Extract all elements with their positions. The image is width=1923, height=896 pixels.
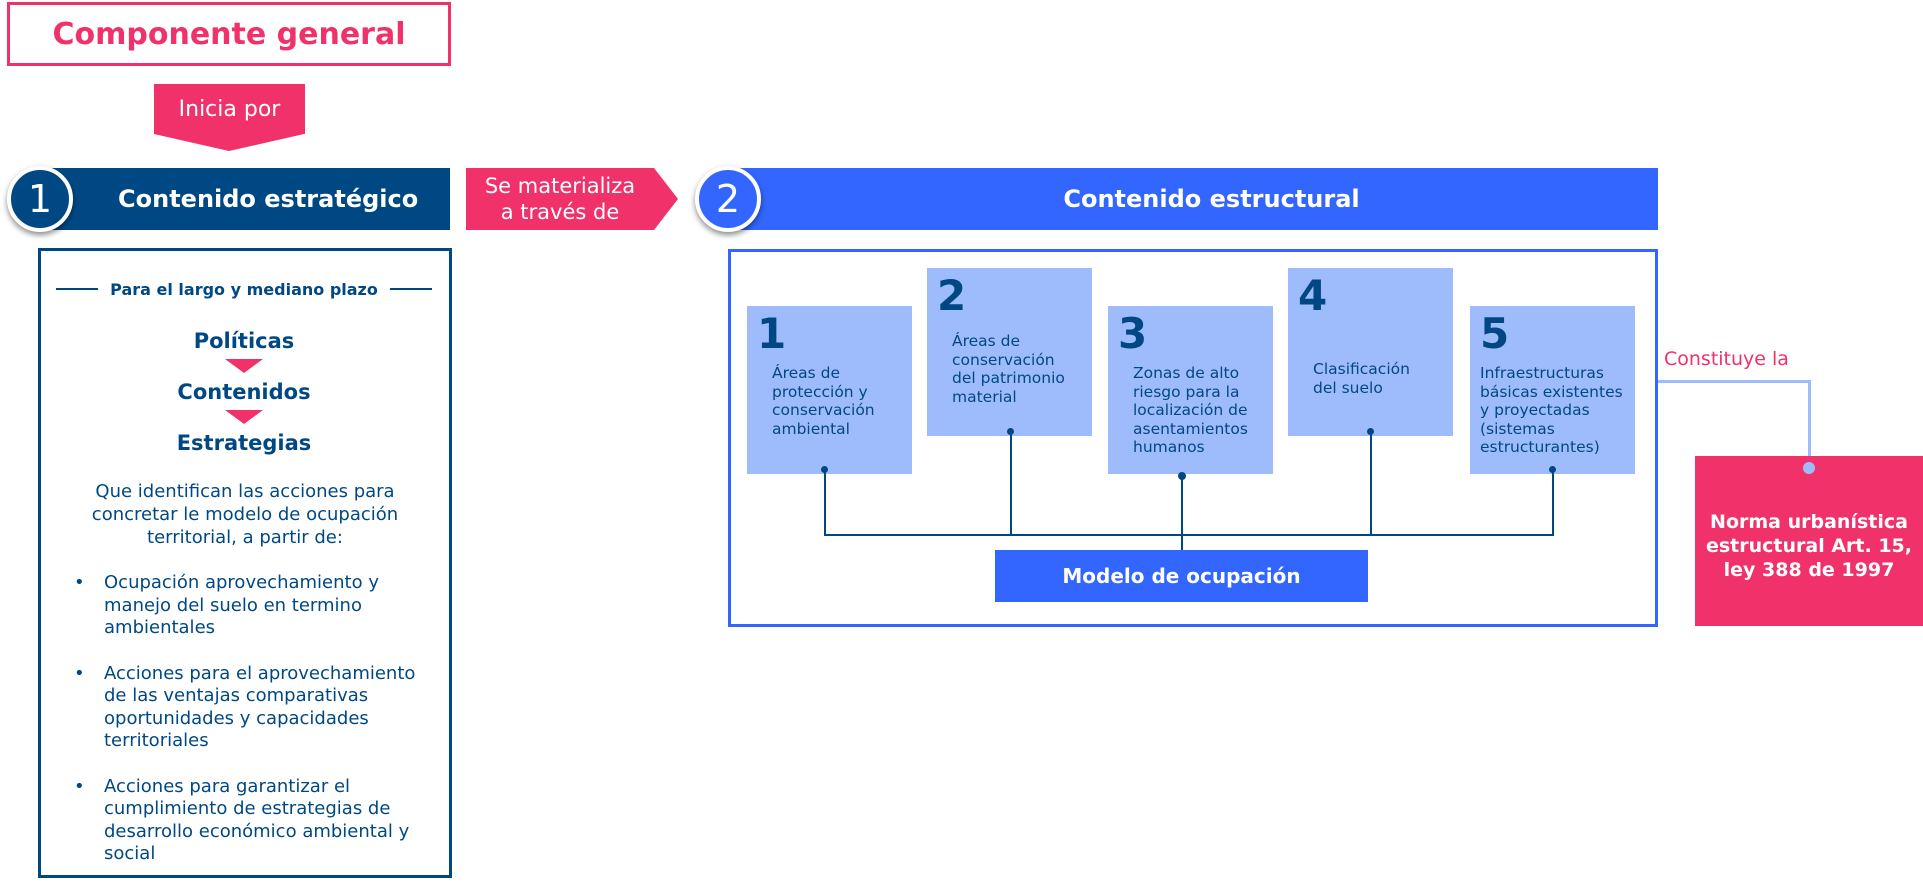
flow-step-estrategias: Estrategias <box>176 431 312 455</box>
bullet-item: Ocupación aprovechamiento y manejo del s… <box>70 572 420 640</box>
start-banner-arrow <box>154 134 304 151</box>
flow-arrow <box>225 410 263 424</box>
connector-line <box>1181 476 1183 560</box>
connector-line <box>1808 380 1811 468</box>
connector-line2: a través de <box>500 200 620 224</box>
structural-card-2: 2 Áreas de conservación del patrimonio m… <box>927 268 1092 436</box>
strategic-subtitle-text: Para el largo y mediano plazo <box>110 279 378 299</box>
structural-title: Contenido estructural <box>1063 185 1360 213</box>
norm-box: Norma urbanística estructural Art. 15, l… <box>1695 456 1923 626</box>
connector-dot <box>1007 428 1014 435</box>
card-label: Áreas de conservación del patrimonio mat… <box>952 332 1065 406</box>
connector-line1: Se materializa <box>484 174 636 198</box>
card-label: Zonas de alto riesgo para la localizació… <box>1133 364 1248 456</box>
page-title: Componente general <box>7 2 451 66</box>
card-number: 3 <box>1118 309 1148 358</box>
divider <box>389 288 433 290</box>
structural-card-1: 1 Áreas de protección y conservación amb… <box>747 306 912 474</box>
structural-card-3: 3 Zonas de alto riesgo para la localizac… <box>1108 306 1273 474</box>
strategic-title: Contenido estratégico <box>118 185 419 213</box>
strategic-description: Que identifican las acciones para concre… <box>91 481 399 548</box>
card-number: 5 <box>1480 309 1510 358</box>
card-label: Infraestructuras básicas existentes y pr… <box>1480 364 1623 456</box>
strategic-bullet-list: Ocupación aprovechamiento y manejo del s… <box>70 572 420 889</box>
connector-dot <box>821 466 828 473</box>
structural-panel <box>728 249 1658 627</box>
connector-line <box>1370 432 1372 536</box>
card-label: Áreas de protección y conservación ambie… <box>772 364 875 438</box>
structural-card-5: 5 Infraestructuras básicas existentes y … <box>1470 306 1635 474</box>
connector-line <box>824 470 826 536</box>
connector-dot <box>1803 462 1815 474</box>
card-label: Clasificación del suelo <box>1313 360 1410 397</box>
structural-number-badge: 2 <box>695 166 761 232</box>
connector-line <box>1010 432 1012 536</box>
constitutes-label: Constituye la <box>1664 348 1789 370</box>
strategic-header: Contenido estratégico <box>44 168 450 230</box>
connector-line <box>1552 470 1554 536</box>
flow-step-politicas: Políticas <box>193 329 295 353</box>
strategic-subtitle: Para el largo y mediano plazo <box>56 278 433 300</box>
connector-line <box>1658 380 1811 383</box>
connector-line <box>824 534 1554 536</box>
strategic-number-badge: 1 <box>7 166 73 232</box>
connector-dot <box>1367 428 1374 435</box>
card-number: 2 <box>937 271 967 320</box>
model-box: Modelo de ocupación <box>995 550 1368 602</box>
bullet-item: Acciones para garantizar el cumplimiento… <box>70 776 420 866</box>
flow-arrow <box>225 359 263 373</box>
flow-step-contenidos: Contenidos <box>177 380 311 404</box>
structural-header: Contenido estructural <box>725 168 1658 230</box>
start-banner: Inicia por <box>154 84 305 134</box>
divider <box>56 288 99 290</box>
connector-arrow: Se materializa a través de <box>466 168 678 230</box>
card-number: 4 <box>1298 271 1328 320</box>
bullet-item: Acciones para el aprovechamiento de las … <box>70 663 420 753</box>
strategic-panel <box>38 248 452 878</box>
card-number: 1 <box>757 309 787 358</box>
structural-card-4: 4 Clasificación del suelo <box>1288 268 1453 436</box>
connector-dot <box>1549 466 1556 473</box>
